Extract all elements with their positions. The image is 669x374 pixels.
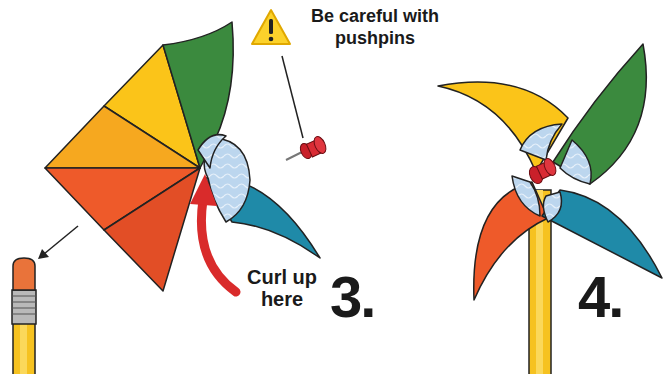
step-number: 3. xyxy=(330,268,410,326)
curled-corner xyxy=(198,135,226,168)
pencil-eraser xyxy=(13,258,35,290)
pin-head xyxy=(542,157,559,178)
green-blade xyxy=(553,44,646,184)
warning-icon xyxy=(252,10,290,44)
curled-corner xyxy=(520,124,562,160)
step-number: 4. xyxy=(578,268,658,326)
arrow-head xyxy=(38,249,49,259)
pointer-arrow xyxy=(38,226,78,259)
pencil xyxy=(12,258,36,374)
instruction-label: Curl up here xyxy=(238,266,326,310)
blue-blade xyxy=(542,190,662,278)
warning-note: Be careful with pushpins xyxy=(300,6,450,49)
red-orange-triangle xyxy=(104,168,200,291)
pushpin xyxy=(286,135,328,161)
pinwheel-flat xyxy=(45,22,320,291)
pinwheel-assembled xyxy=(438,44,662,300)
pin-needle xyxy=(286,152,302,160)
pencil-body xyxy=(13,322,35,374)
exclamation-dot xyxy=(269,37,274,42)
ferrule-ridges xyxy=(12,296,36,314)
exclamation-bar xyxy=(269,19,273,34)
curl-arrow xyxy=(190,174,236,292)
leader-line xyxy=(282,56,303,138)
warning-triangle xyxy=(252,10,290,44)
arrow-body xyxy=(201,200,236,292)
pushpin xyxy=(527,157,559,186)
pencil-ferrule xyxy=(12,290,36,324)
curled-corner xyxy=(560,140,591,184)
pencil-highlight xyxy=(20,322,27,374)
curled-corner xyxy=(543,192,561,222)
arrow-head xyxy=(190,174,217,206)
arrow-line xyxy=(44,226,78,254)
pin-head xyxy=(312,135,329,156)
yellow-orange-triangle xyxy=(45,106,200,168)
